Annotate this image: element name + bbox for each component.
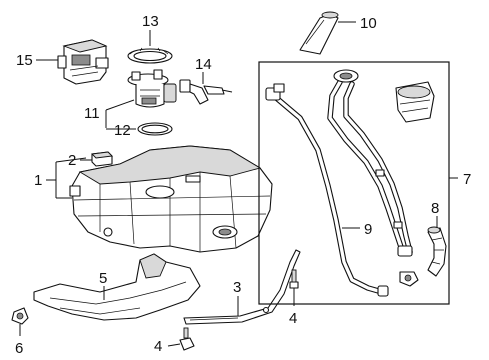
- part-10-filler-neck: [299, 11, 339, 55]
- part-13-lock-ring: [127, 47, 173, 64]
- callout-7: 7: [463, 171, 471, 188]
- callout-1: 1: [34, 172, 42, 189]
- callout-4b: 4: [154, 338, 162, 355]
- callout-12: 12: [114, 122, 131, 139]
- part-5-heat-shield: [33, 253, 201, 321]
- callout-6: 6: [15, 340, 23, 357]
- part-4-bolt-bottom: [179, 327, 195, 351]
- callout-13: 13: [142, 13, 159, 30]
- part-11-fuel-pump-module: [127, 69, 177, 108]
- part-8-hose: [427, 226, 447, 277]
- part-14-sender: [179, 79, 233, 105]
- callout-8: 8: [431, 200, 439, 217]
- part-15-evap-module: [57, 39, 109, 85]
- part-2-block: [91, 151, 113, 167]
- callout-9: 9: [364, 221, 372, 238]
- callout-14: 14: [195, 56, 212, 73]
- leader-11b: [105, 99, 135, 111]
- leader-1a: [55, 157, 87, 163]
- callout-15: 15: [16, 52, 33, 69]
- callout-5: 5: [99, 270, 107, 287]
- part-7-filler-pipe: [265, 69, 435, 297]
- leader-4b: [167, 343, 181, 347]
- part-1-fuel-tank: [69, 145, 273, 253]
- part-3-tank-strap: [183, 249, 301, 325]
- part-12-seal: [137, 122, 173, 136]
- callout-10: 10: [360, 15, 377, 32]
- callout-3: 3: [233, 279, 241, 296]
- callout-2: 2: [68, 152, 76, 169]
- callout-4a: 4: [289, 310, 297, 327]
- group-box-7: [258, 61, 450, 305]
- part-6-clip: [11, 307, 29, 325]
- part-4-bolt-right: [289, 269, 299, 289]
- callout-11: 11: [84, 105, 100, 122]
